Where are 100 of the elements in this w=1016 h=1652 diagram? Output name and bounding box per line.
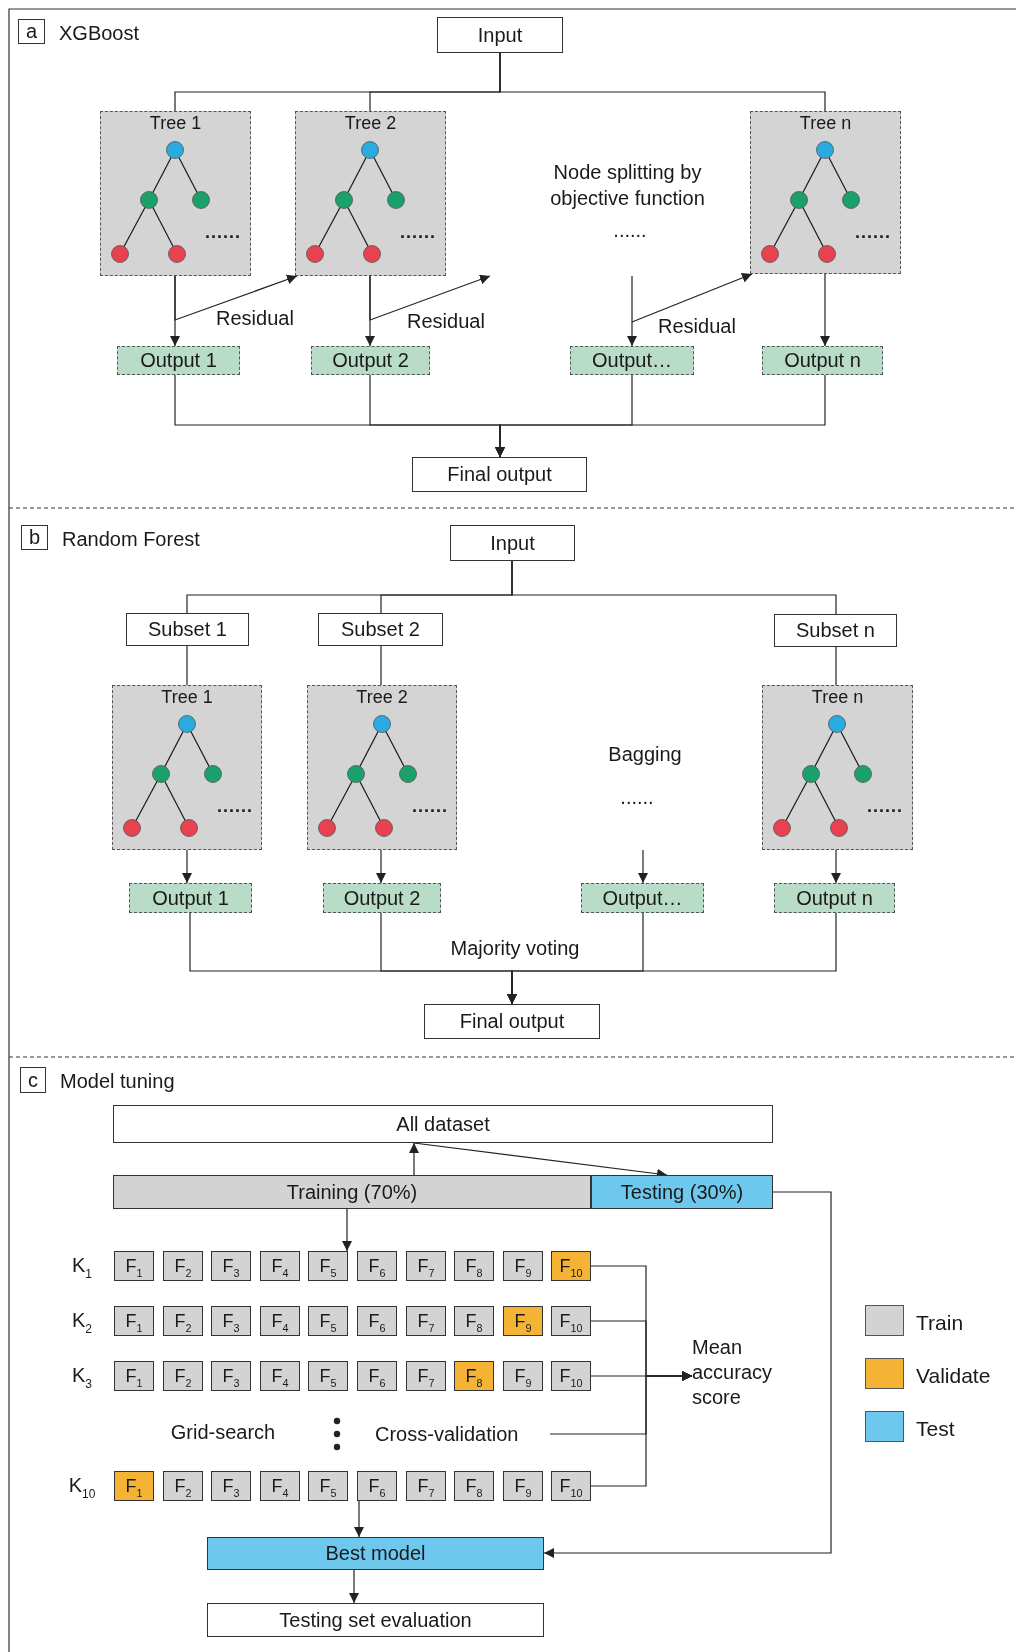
fold-cell: F$_{3}$ [211,1251,251,1281]
fold-cell: F$_{7}$ [406,1471,446,1501]
fold-cell: F$_{8}$ [454,1306,494,1336]
process-box: Subset n [774,614,897,647]
panel-letter-box: b [21,525,48,550]
output-box: Output 2 [311,346,430,375]
tree-title: Tree 1 [148,112,203,135]
fold-cell: F$_{8}$ [454,1251,494,1281]
fold-cell: F$_{1}$ [114,1306,154,1336]
output-box: Output 2 [323,883,441,913]
output-box: Output 1 [117,346,240,375]
output-box: Output n [762,346,883,375]
fold-cell: F$_{9}$ [503,1361,543,1391]
panel-letter-box: c [20,1067,46,1093]
text-label: K$_{1}$ [72,1254,92,1276]
process-box: Final output [424,1004,600,1039]
fold-cell: F$_{1}$ [114,1251,154,1281]
tree-panel [112,685,262,850]
panel-title: XGBoost [59,21,140,46]
fold-cell: F$_{3}$ [211,1306,251,1336]
tree-panel [750,111,901,274]
process-box: Training (70%) [113,1175,591,1209]
ellipsis-text: ...... [412,796,448,816]
fold-cell: F$_{10}$ [551,1306,591,1336]
fold-cell: F$_{2}$ [163,1471,203,1501]
connector-arrow [507,912,837,1005]
fold-cell: F$_{10}$ [551,1361,591,1391]
text-label: K$_{2}$ [72,1309,92,1331]
connector-arrow [631,273,753,323]
text-label: Majority voting [450,937,580,959]
fold-cell: F$_{7}$ [406,1251,446,1281]
tree-title: Tree n [798,112,853,135]
connector-arrow [354,1500,364,1538]
ellipsis-text: ...... [867,796,903,816]
connector-arrow [543,1191,832,1558]
fold-cell: F$_{1}$ [114,1361,154,1391]
process-box: All dataset [113,1105,773,1143]
fold-cell: F$_{9}$ [503,1471,543,1501]
tree-title: Tree 2 [343,112,398,135]
connector-arrow [549,1371,693,1435]
ellipsis-text: ...... [205,222,241,242]
connector-arrow [376,849,386,884]
fold-cell: F$_{5}$ [308,1471,348,1501]
panel-title: Random Forest [62,527,200,552]
connector-arrow [831,849,841,884]
fold-cell: F$_{6}$ [357,1306,397,1336]
output-box: Output… [570,346,694,375]
legend-label: Validate [916,1364,991,1387]
tree-panel [307,685,457,850]
legend-label: Test [916,1417,955,1440]
fold-cell: F$_{5}$ [308,1361,348,1391]
fold-cell: F$_{6}$ [357,1471,397,1501]
connector-arrow [369,274,491,321]
fold-cell: F$_{7}$ [406,1361,446,1391]
output-box: Output n [774,883,895,913]
process-box: Testing (30%) [591,1175,773,1209]
text-label: Grid-search [170,1421,276,1443]
fold-cell: F$_{5}$ [308,1306,348,1336]
fold-cell: F$_{10}$ [551,1471,591,1501]
method-text: Cross-validation [375,1419,550,1449]
tree-panel [100,111,251,276]
output-box: Output 1 [129,883,252,913]
ellipsis-text: ...... [217,796,253,816]
process-box: Subset 2 [318,613,443,646]
process-box: Best model [207,1537,544,1570]
text-label: K$_{10}$ [68,1474,96,1496]
tree-title: Tree 1 [160,686,214,709]
tree-panel [295,111,446,276]
fold-cell: F$_{9}$ [503,1306,543,1336]
process-box: Input [450,525,575,561]
connector-arrow [495,374,826,458]
fold-cell: F$_{4}$ [260,1306,300,1336]
tree-panel [762,685,913,850]
tree-title: Tree n [810,686,865,709]
fold-cell: F$_{1}$ [114,1471,154,1501]
fold-cell: F$_{4}$ [260,1251,300,1281]
fold-cell: F$_{10}$ [551,1251,591,1281]
fold-cell: F$_{2}$ [163,1306,203,1336]
connector-arrow [627,275,637,347]
output-box: Output… [581,883,704,913]
ellipsis-text: ...... [400,222,436,242]
fold-cell: F$_{5}$ [308,1251,348,1281]
connector-arrow [342,1208,352,1252]
fold-cell: F$_{3}$ [211,1361,251,1391]
connector-arrow [174,274,298,321]
text-label: Bagging [608,743,682,765]
result-text: Mean accuracy score [692,1330,802,1414]
panel-title: Model tuning [60,1069,175,1094]
process-box: Subset 1 [126,613,249,646]
legend-label: Train [916,1311,964,1334]
text-label: ...... [613,219,647,241]
fold-cell: F$_{6}$ [357,1361,397,1391]
text-label: ...... [620,786,654,808]
connector-arrow [182,849,192,884]
fold-cell: F$_{4}$ [260,1361,300,1391]
process-box: Final output [412,457,587,492]
connector-arrow [638,849,648,884]
text-label: K$_{3}$ [72,1364,92,1386]
panel-letter-box: a [18,19,45,44]
process-box: Testing set evaluation [207,1603,544,1637]
